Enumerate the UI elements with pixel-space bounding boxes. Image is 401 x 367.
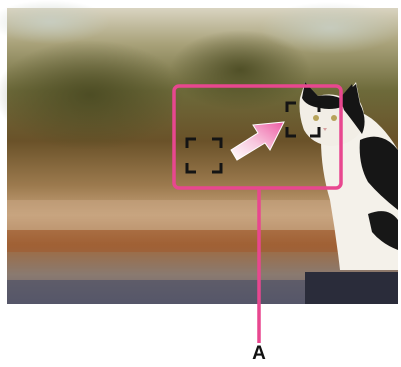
- cat-eye: [313, 115, 319, 121]
- ledge: [305, 272, 398, 304]
- sky-blur: [260, 2, 400, 54]
- tree-blur: [0, 40, 185, 150]
- cat-eye: [331, 115, 337, 121]
- callout-label: A: [247, 344, 271, 364]
